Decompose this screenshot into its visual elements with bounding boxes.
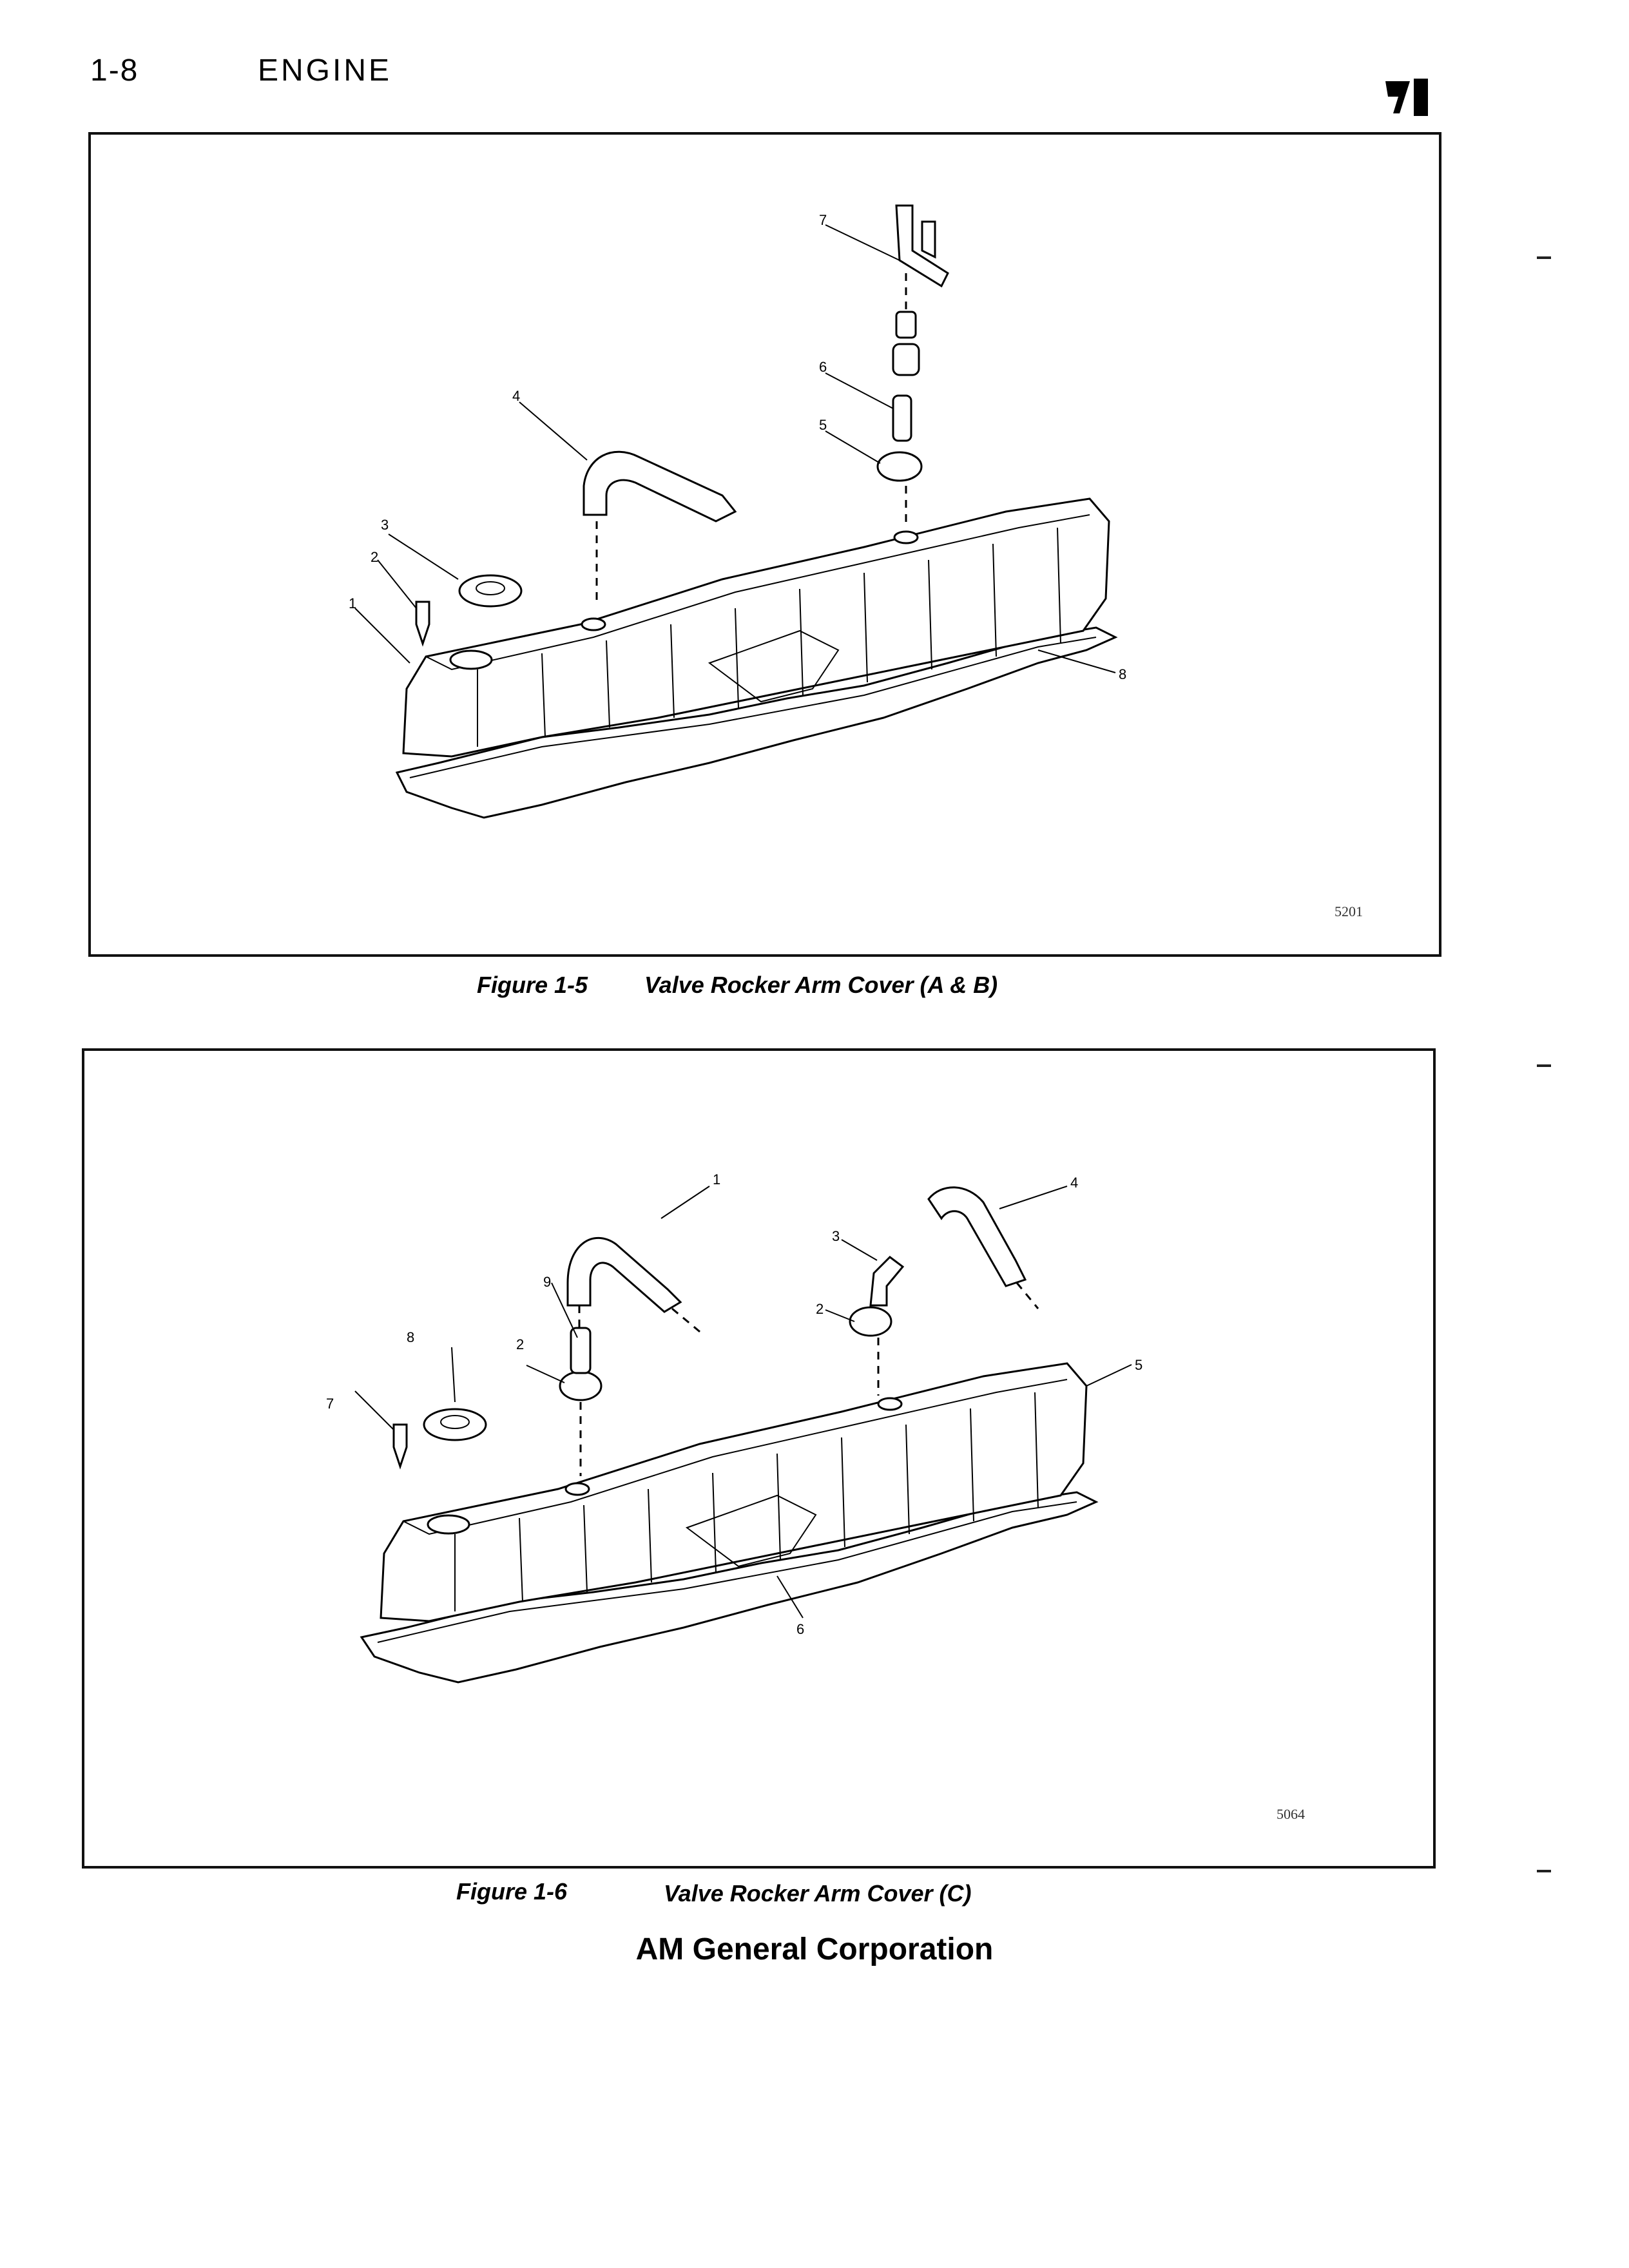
margin-mark	[1537, 1064, 1551, 1067]
callout-4: 4	[1070, 1175, 1078, 1191]
callout-5: 5	[819, 417, 827, 433]
figure-1-6-frame: 1 4 3 2 9 2 8 7 5 6 5064	[82, 1048, 1436, 1869]
figure-1-6-callouts: 1 4 3 2 9 2 8 7 5 6	[326, 1171, 1142, 1637]
rocker-cover-body	[380, 1362, 1088, 1622]
callout-5: 5	[1135, 1357, 1142, 1373]
callout-6: 6	[819, 359, 827, 375]
elbow-part	[869, 1256, 905, 1307]
callout-8: 8	[1119, 666, 1126, 682]
figure-1-5-callouts: 7 6 5 4 3 2 1 8	[349, 212, 1126, 682]
callout-6: 6	[796, 1621, 804, 1637]
hose-part	[583, 450, 737, 523]
oil-cap-part	[458, 574, 523, 608]
page-number: 1-8	[90, 53, 139, 88]
callout-4: 4	[512, 388, 520, 404]
fitting-part	[895, 204, 949, 288]
drawing-code: 5201	[1335, 903, 1363, 919]
callout-7: 7	[326, 1396, 334, 1412]
corner-logo-icon	[1385, 79, 1428, 116]
oil-fill-opening	[427, 1514, 470, 1535]
oil-fill-opening	[449, 649, 493, 670]
callout-3: 3	[381, 517, 389, 533]
callout-3: 3	[832, 1228, 840, 1244]
figure-1-5-drawing: 7 6 5 4 3 2 1 8	[349, 204, 1126, 819]
bolt-part	[415, 601, 430, 647]
drawing-code: 5064	[1277, 1806, 1305, 1822]
margin-mark	[1537, 1870, 1551, 1872]
callout-9: 9	[543, 1274, 551, 1290]
figure-1-6-title: Valve Rocker Arm Cover (C)	[664, 1880, 972, 1907]
valve-part	[892, 394, 912, 442]
callout-2: 2	[371, 549, 378, 565]
figure-1-5-title: Valve Rocker Arm Cover (A & B)	[644, 972, 998, 998]
grommet-part	[559, 1370, 602, 1401]
figure-1-5-frame: 7 6 5 4 3 2 1 8 5201	[88, 132, 1441, 957]
margin-mark	[1537, 256, 1551, 259]
grommet-part	[876, 451, 923, 482]
callout-2: 2	[816, 1301, 824, 1317]
rocker-cover-body	[402, 497, 1110, 758]
hose-part	[927, 1186, 1027, 1287]
callout-1: 1	[713, 1171, 720, 1187]
hose-part	[566, 1236, 682, 1313]
gasket-outline	[395, 626, 1118, 819]
figure-1-5-leaders	[354, 224, 1116, 673]
callout-8: 8	[407, 1329, 414, 1345]
section-title: ENGINE	[258, 53, 392, 88]
gasket-outline	[360, 1491, 1099, 1684]
grommet-part	[849, 1306, 892, 1337]
pcv-valve-part	[570, 1327, 592, 1374]
figure-1-6-leaders	[354, 1186, 1132, 1619]
company-name: AM General Corporation	[635, 1932, 994, 1966]
callout-1: 1	[349, 595, 356, 611]
callout-2: 2	[516, 1336, 524, 1352]
callout-7: 7	[819, 212, 827, 228]
figure-1-6-drawing: 1 4 3 2 9 2 8 7 5 6	[326, 1171, 1142, 1684]
figure-1-5-number: Figure 1-5	[477, 972, 588, 998]
oil-cap-part	[423, 1408, 487, 1441]
figure-1-6-number: Figure 1-6	[456, 1878, 568, 1905]
bolt-part	[392, 1423, 408, 1470]
